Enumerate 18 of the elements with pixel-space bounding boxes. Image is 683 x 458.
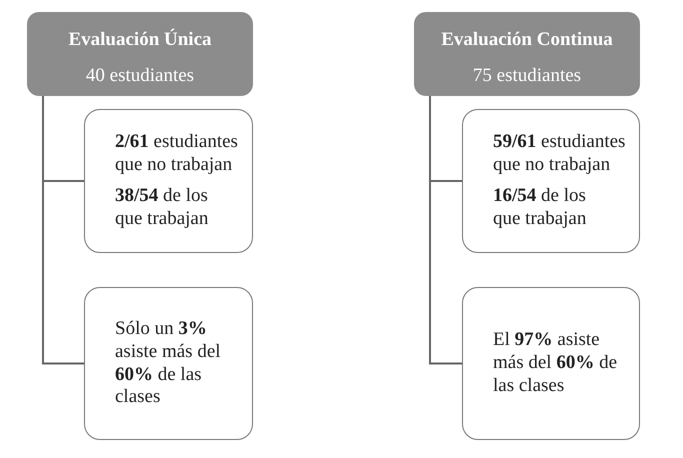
statement-text: 16/54 de los que trabajan bbox=[493, 185, 588, 231]
statement-text: 59/61 estudiantes que no trabajan bbox=[493, 131, 626, 177]
header-title: Evaluación Continua bbox=[440, 29, 614, 51]
statement-text: 38/54 de los que trabajan bbox=[115, 185, 210, 231]
statement-text: 2/61 estudiantes que no trabajan bbox=[115, 131, 239, 177]
connector-line bbox=[42, 96, 84, 364]
student-count: 75 estudiantes bbox=[472, 65, 582, 87]
header-box bbox=[414, 12, 640, 96]
header-box bbox=[27, 12, 253, 96]
statement-text: Sólo un 3% asiste más del 60% de las clases bbox=[115, 318, 222, 410]
text-box bbox=[84, 109, 253, 253]
statement-text: El 97% asiste más del 60% de las clases bbox=[493, 329, 618, 398]
text-box bbox=[462, 109, 640, 253]
header-title: Evaluación Única bbox=[67, 29, 213, 51]
connector-line bbox=[429, 96, 462, 364]
student-count: 40 estudiantes bbox=[84, 65, 196, 87]
text-box bbox=[84, 287, 253, 440]
text-box bbox=[462, 287, 640, 440]
